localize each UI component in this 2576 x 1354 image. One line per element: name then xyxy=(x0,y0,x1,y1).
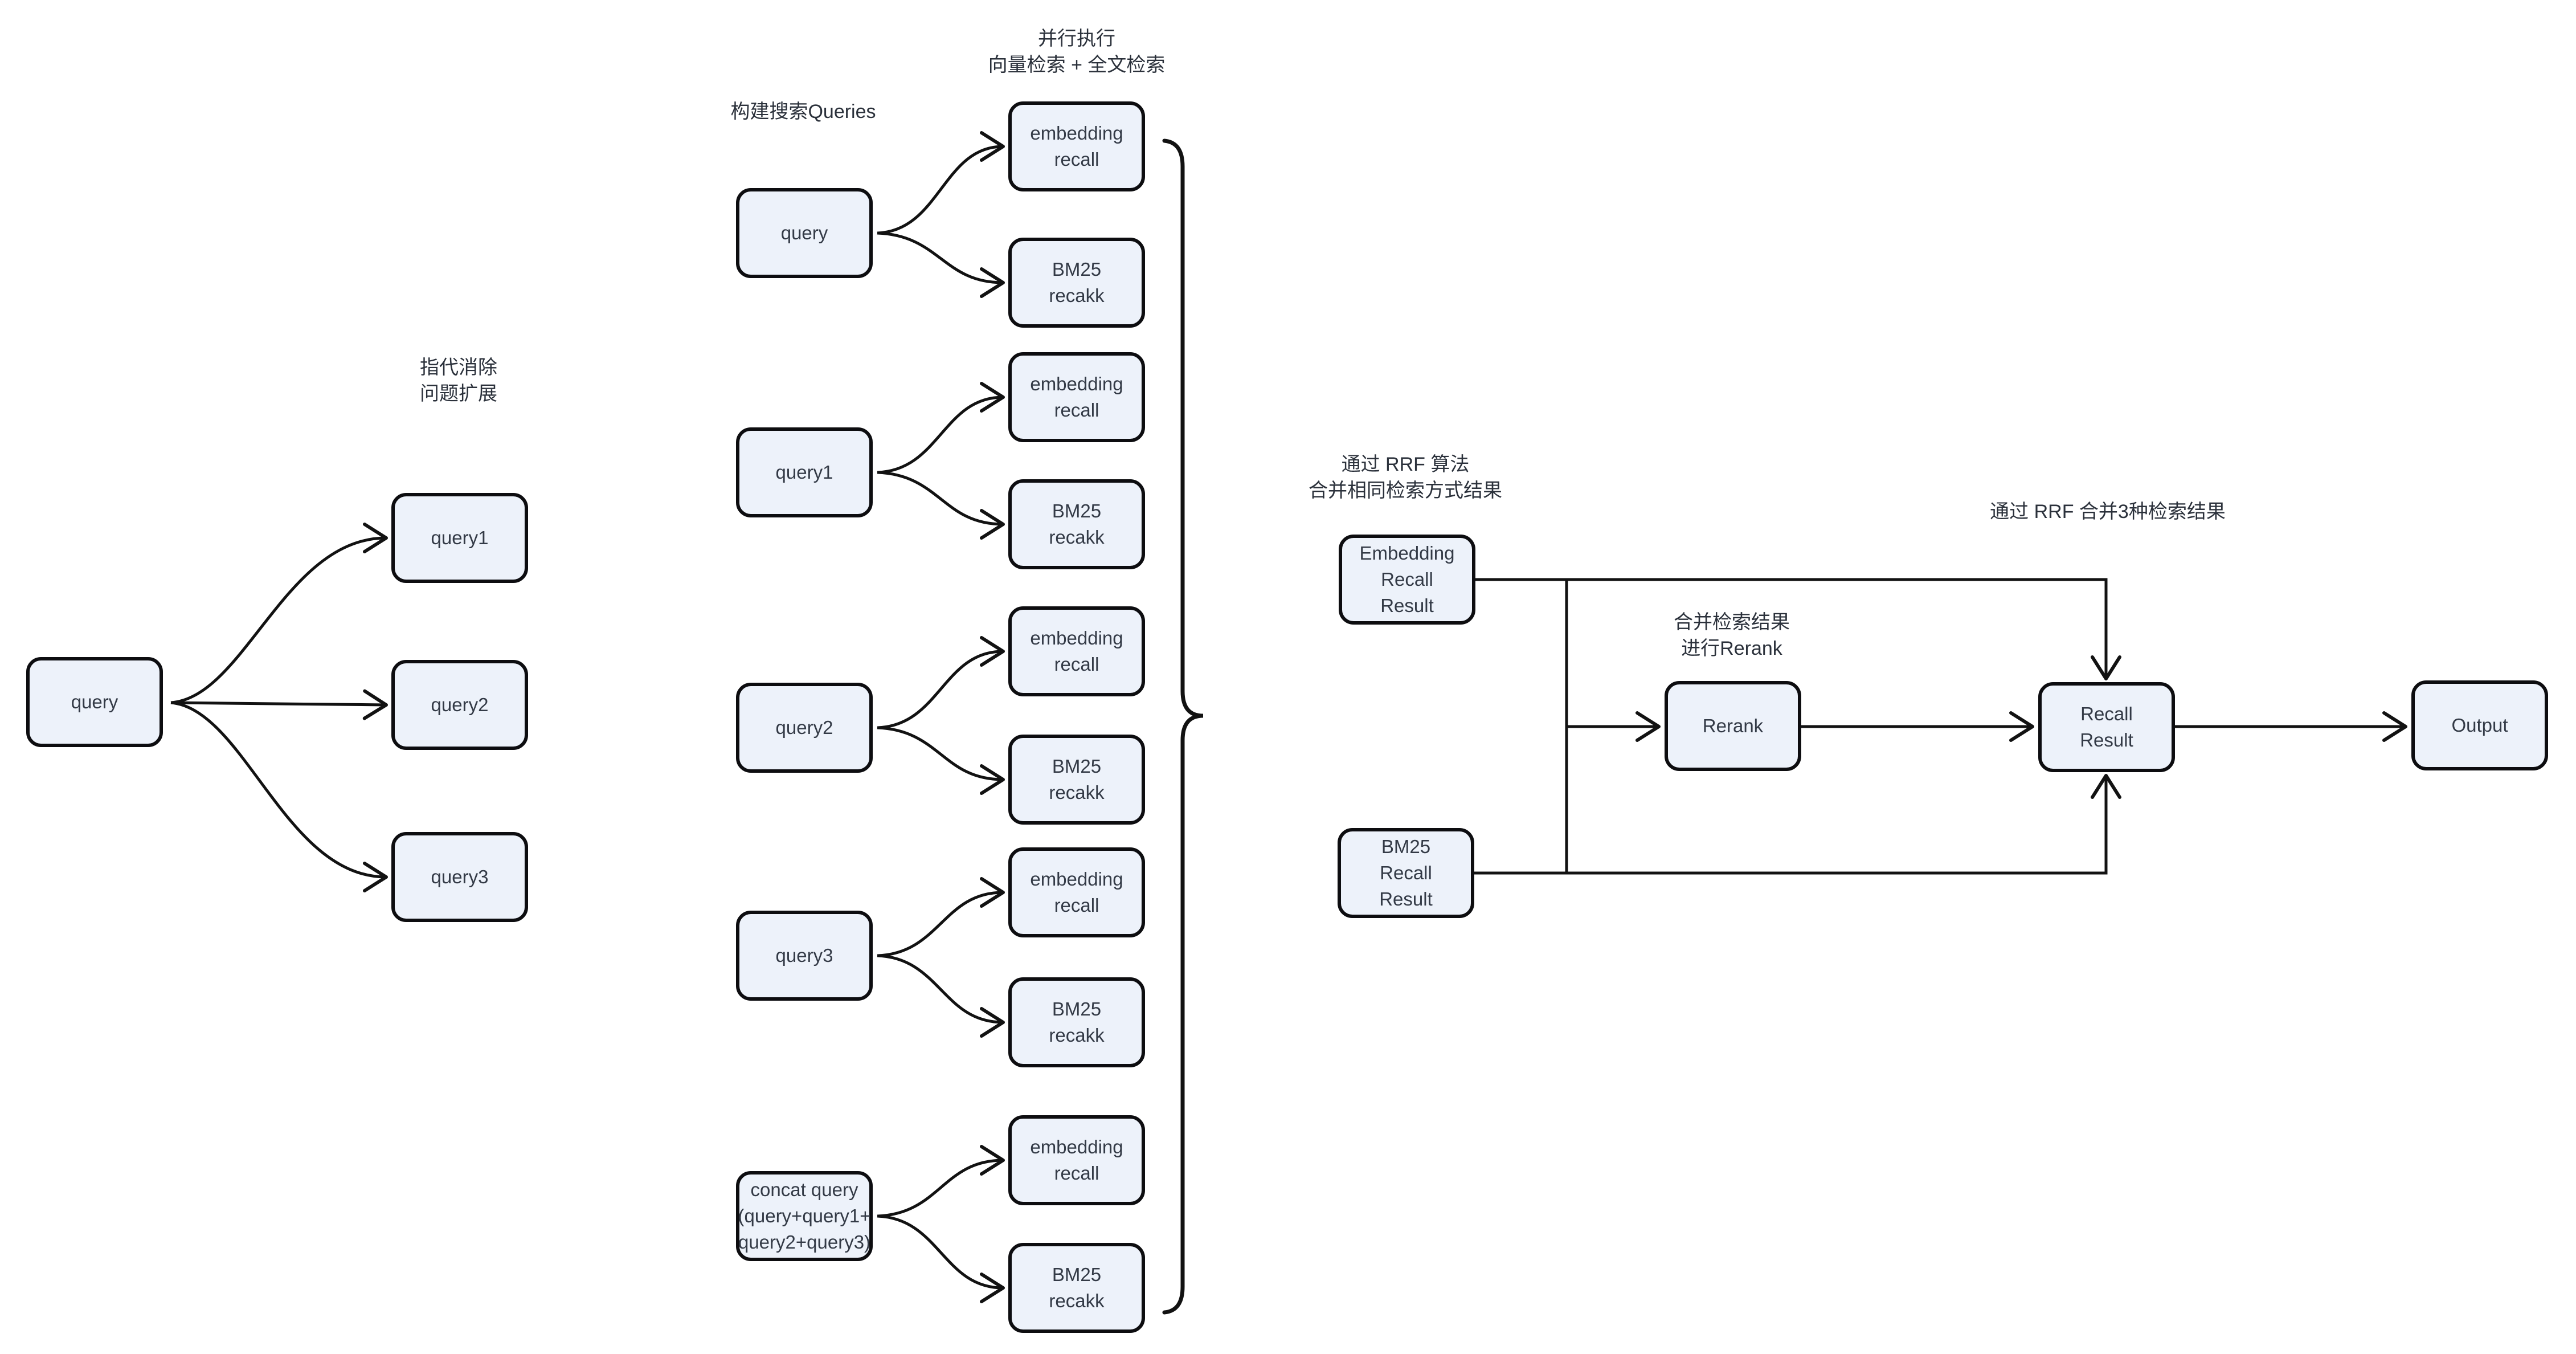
edge-concat-bm25 xyxy=(877,1214,1005,1303)
edge-query-to-query1 xyxy=(170,523,388,704)
edge-mq1-bm25 xyxy=(877,471,1005,540)
label-coref-expand: 指代消除 问题扩展 xyxy=(420,357,497,405)
node-concat-query: concat query (query+query1+ query2+query… xyxy=(736,1171,873,1261)
node-mid-query: query xyxy=(736,188,873,278)
label-rrf-merge-3: 通过 RRF 合并3种检索结果 xyxy=(1990,501,2226,523)
label-merge-rerank: 合并检索结果 进行Rerank xyxy=(1674,611,1790,659)
edge-mq3-bm25 xyxy=(877,954,1005,1038)
node-bm25-recall-3: BM25 recakk xyxy=(1008,735,1145,825)
edge-mq3-embedding xyxy=(877,877,1005,957)
node-query-root: query xyxy=(26,657,163,747)
node-embedding-recall-4: embedding recall xyxy=(1008,847,1145,937)
node-embedding-recall-result: Embedding Recall Result xyxy=(1339,535,1475,625)
node-bm25-recall-result: BM25 Recall Result xyxy=(1338,828,1474,918)
edge-mq0-embedding xyxy=(877,131,1005,235)
node-bm25-recall-1: BM25 recakk xyxy=(1008,238,1145,328)
node-rerank: Rerank xyxy=(1665,681,1801,771)
node-embedding-recall-1: embedding recall xyxy=(1008,101,1145,191)
edge-bm25-result-to-recall-result-bottom xyxy=(1474,774,2121,875)
brace-group xyxy=(1162,138,1204,1315)
node-query2: query2 xyxy=(391,660,528,750)
node-bm25-recall-2: BM25 recakk xyxy=(1008,479,1145,569)
node-mid-query1: query1 xyxy=(736,427,873,517)
label-parallel-exec: 并行执行 向量检索 + 全文检索 xyxy=(988,28,1166,76)
node-mid-query2: query2 xyxy=(736,683,873,773)
node-mid-query3: query3 xyxy=(736,911,873,1001)
edge-mq0-bm25 xyxy=(877,231,1005,298)
edge-mq2-embedding xyxy=(877,636,1005,729)
edge-query-to-query2 xyxy=(170,689,388,720)
edge-query-to-query3 xyxy=(170,701,388,892)
node-query3: query3 xyxy=(391,832,528,922)
node-embedding-recall-2: embedding recall xyxy=(1008,352,1145,442)
label-build-queries: 构建搜索Queries xyxy=(730,101,876,123)
edge-mq2-bm25 xyxy=(877,726,1005,795)
node-bm25-recall-5: BM25 recakk xyxy=(1008,1243,1145,1333)
node-bm25-recall-4: BM25 recakk xyxy=(1008,977,1145,1067)
node-embedding-recall-3: embedding recall xyxy=(1008,606,1145,696)
edge-concat-embedding xyxy=(877,1145,1005,1218)
edge-embedding-result-to-recall-result-top xyxy=(1475,578,2121,680)
node-recall-result: Recall Result xyxy=(2038,682,2175,772)
node-output: Output xyxy=(2411,680,2548,770)
node-query1: query1 xyxy=(391,493,528,583)
node-embedding-recall-5: embedding recall xyxy=(1008,1115,1145,1205)
edge-mq1-embedding xyxy=(877,382,1005,474)
label-rrf-merge-same: 通过 RRF 算法 合并相同检索方式结果 xyxy=(1309,454,1502,501)
